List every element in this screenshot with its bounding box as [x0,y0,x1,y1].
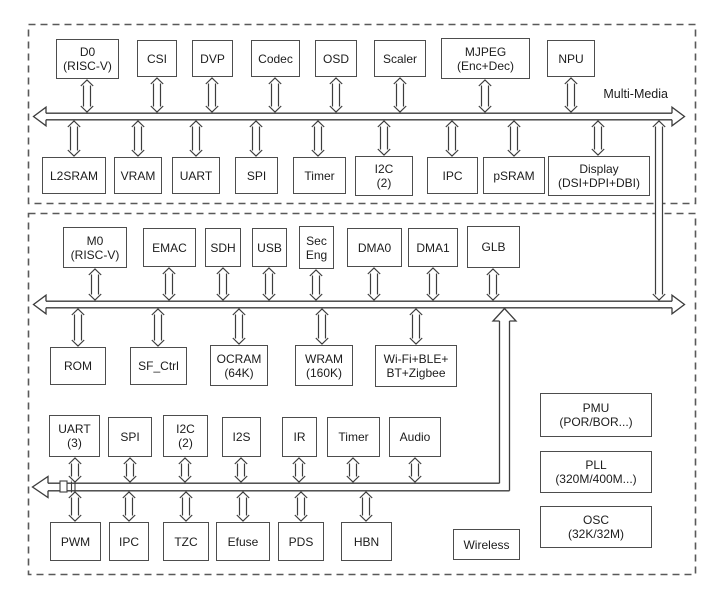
block-wram: WRAM (160K) [295,345,353,386]
block-tzc: TZC [163,522,209,561]
block-sec-eng: Sec Eng [299,226,334,269]
block-spi: SPI [108,417,152,457]
block-glb: GLB [467,226,520,268]
block-osc: OSC (32K/32M) [540,506,652,548]
block-vram: VRAM [114,157,162,194]
block-sdh: SDH [205,228,241,267]
block-l2sram: L2SRAM [42,157,106,194]
block-rom: ROM [50,347,106,385]
block-dma0: DMA0 [347,228,402,267]
bus-bridge-symbol [59,480,68,493]
block-ipc-mm: IPC [427,157,478,194]
block-audio: Audio [389,417,441,457]
block-timer: Timer [327,417,380,457]
multimedia-bus-label: Multi-Media [603,87,668,101]
block-ipc: IPC [109,522,149,561]
block-wifi-ble-bt-zigbee: Wi-Fi+BLE+ BT+Zigbee [375,345,457,387]
block-efuse: Efuse [216,522,270,561]
block-dvp: DVP [192,40,233,77]
block-i2c-mm: I2C (2) [355,156,413,196]
block-codec: Codec [251,40,300,77]
block-csi: CSI [137,40,177,77]
block-wireless: Wireless [453,529,520,560]
block-npu: NPU [547,40,595,77]
block-ocram: OCRAM (64K) [210,345,268,386]
block-scaler: Scaler [374,40,426,77]
peripheral-bus [31,307,518,499]
block-spi-mm: SPI [235,157,278,194]
block-emac: EMAC [143,228,196,267]
block-m0-riscv: M0 (RISC-V) [63,227,127,268]
block-osd: OSD [315,40,357,77]
block-psram: pSRAM [483,157,545,194]
block-i2c: I2C (2) [163,415,208,457]
block-pmu: PMU (POR/BOR...) [540,393,652,437]
block-display: Display (DSI+DPI+DBI) [548,156,650,196]
block-d0-riscv: D0 (RISC-V) [56,39,119,79]
multimedia-region-border [27,23,697,205]
block-dma1: DMA1 [408,228,458,267]
block-usb: USB [252,228,287,267]
block-ir: IR [282,417,317,457]
block-hbn: HBN [341,522,392,561]
block-timer-mm: Timer [293,157,346,194]
block-mjpeg: MJPEG (Enc+Dec) [441,38,530,79]
block-pds: PDS [278,522,324,561]
block-pwm: PWM [50,522,101,561]
system-bus [32,293,686,316]
block-uart3: UART (3) [49,415,100,457]
main-region-border [27,212,697,576]
block-uart-mm: UART [172,157,220,194]
block-pll: PLL (320M/400M...) [540,451,652,493]
bus-connectors [67,77,666,522]
multimedia-bus [32,105,686,128]
block-sf-ctrl: SF_Ctrl [130,347,187,385]
block-i2s: I2S [222,417,261,457]
